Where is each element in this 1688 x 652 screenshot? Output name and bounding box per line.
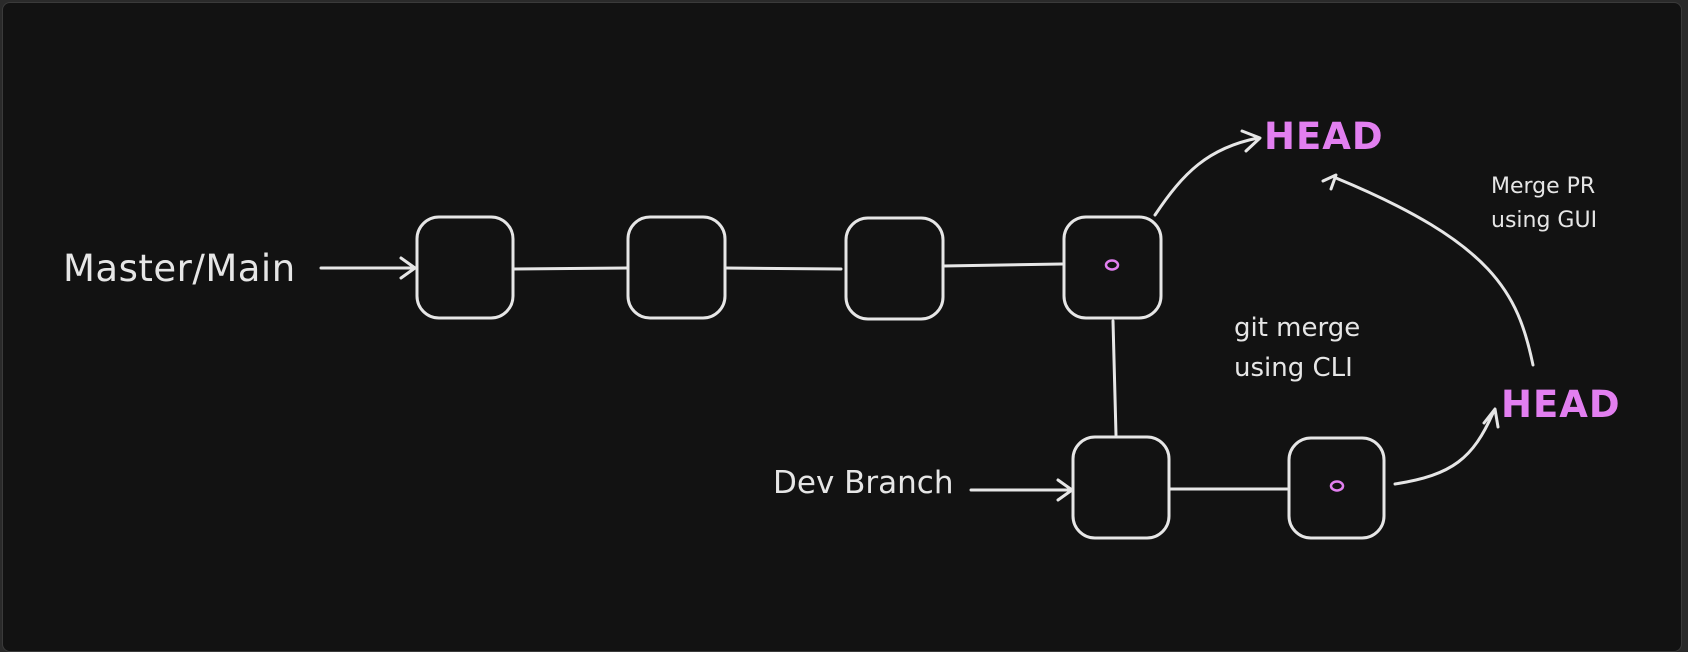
head-top-arrow [1153, 129, 1262, 217]
git-branch-diagram [319, 129, 1535, 540]
main-commit-4-head [1062, 215, 1163, 320]
master-pointer-arrow [319, 256, 417, 280]
head-bottom-label: HEAD [1501, 383, 1621, 426]
gui-line-1: Merge PR [1491, 174, 1596, 199]
master-main-label: Master/Main [63, 247, 296, 290]
main-head-marker [1104, 259, 1120, 271]
dev-commit-1 [1071, 435, 1171, 540]
cli-line-1: git merge [1234, 313, 1361, 343]
cli-line-2: using CLI [1234, 353, 1353, 383]
head-bottom-arrow [1393, 407, 1500, 486]
main-commit-3 [844, 216, 945, 321]
dev-commit-2-head [1287, 436, 1386, 540]
branch-connector [1111, 319, 1118, 437]
head-top-label: HEAD [1264, 115, 1384, 158]
dev-branch-label: Dev Branch [773, 465, 954, 501]
git-merge-cli-label: git merge using CLI [1234, 308, 1360, 388]
merge-gui-arrow [1321, 173, 1535, 367]
main-connector-3 [941, 262, 1064, 268]
main-commit-1 [415, 215, 515, 320]
main-connector-2 [723, 266, 843, 271]
main-commit-2 [626, 215, 727, 320]
gui-line-2: using GUI [1491, 208, 1598, 233]
dev-pointer-arrow [969, 478, 1074, 502]
main-connector-1 [511, 266, 629, 271]
dev-head-marker [1329, 480, 1345, 492]
merge-pr-gui-label: Merge PR using GUI [1491, 170, 1597, 238]
